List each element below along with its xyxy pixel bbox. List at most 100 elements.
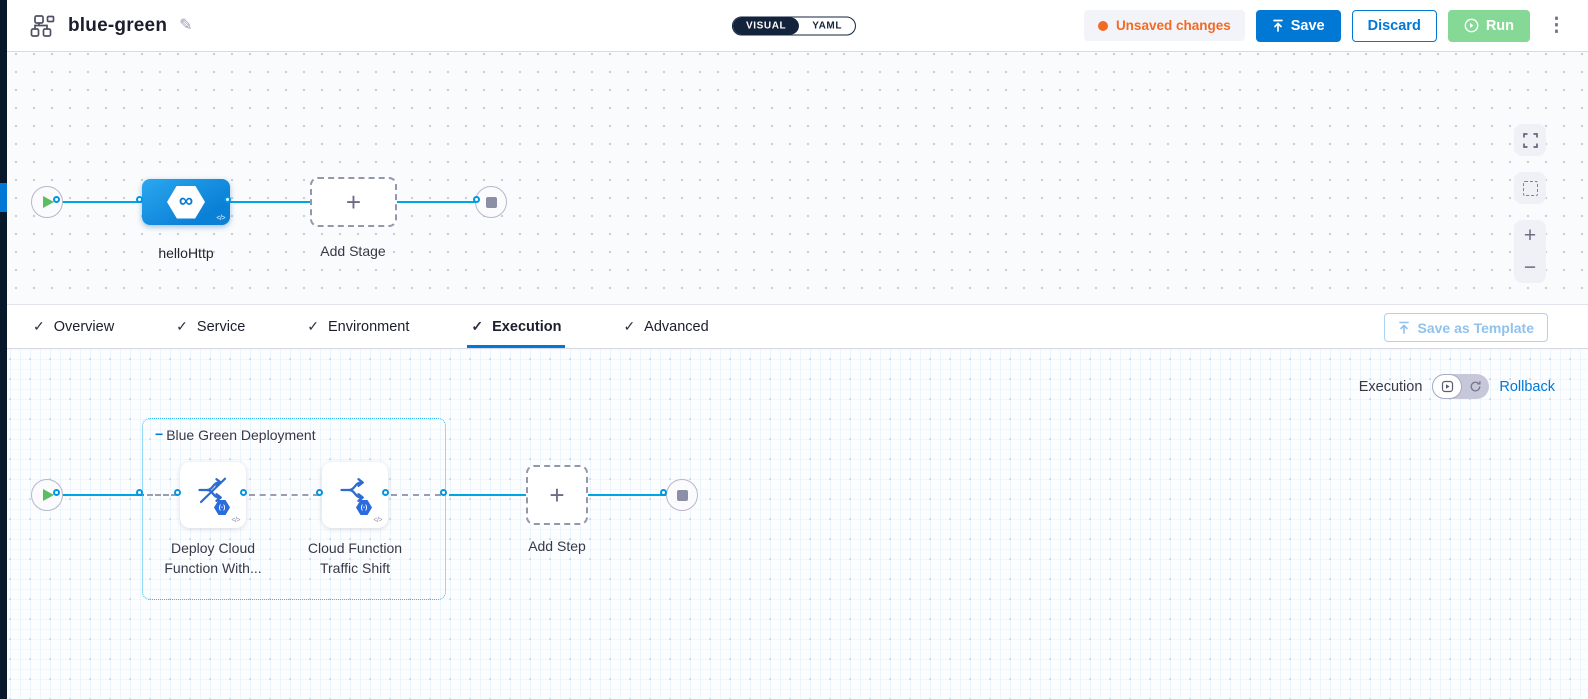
toggle-visual[interactable]: VISUAL bbox=[732, 17, 800, 34]
fullscreen-icon bbox=[1522, 132, 1538, 148]
add-step-label: Add Step bbox=[528, 538, 586, 554]
connector-port[interactable] bbox=[473, 196, 480, 203]
run-button[interactable]: Run bbox=[1447, 9, 1530, 42]
code-icon: </> bbox=[373, 517, 382, 524]
pipeline-icon bbox=[30, 14, 55, 37]
stage-canvas[interactable]: ∞ </> + helloHttp Add Stage + − bbox=[0, 52, 1588, 304]
traffic-shift-slash-icon bbox=[198, 477, 227, 504]
connector-port[interactable] bbox=[660, 489, 667, 496]
connector-port[interactable] bbox=[53, 489, 60, 496]
tab-label: Overview bbox=[53, 318, 115, 335]
execution-canvas[interactable]: Execution Rollback − Blue Green D bbox=[0, 349, 1588, 699]
unsaved-changes-badge: Unsaved changes bbox=[1083, 10, 1245, 41]
connector bbox=[397, 201, 481, 203]
connector-port[interactable] bbox=[440, 489, 447, 496]
side-nav-rail[interactable] bbox=[0, 0, 7, 699]
play-icon bbox=[43, 489, 54, 501]
connector-dashed bbox=[249, 494, 319, 496]
zoom-in-button[interactable]: + bbox=[1523, 224, 1537, 248]
infinity-glyph: ∞ bbox=[178, 190, 194, 212]
tab-label: Advanced bbox=[644, 318, 709, 335]
connector bbox=[230, 201, 314, 203]
connector-port[interactable] bbox=[136, 196, 143, 203]
check-icon: ✓ bbox=[176, 318, 188, 334]
traffic-shift-icon bbox=[340, 478, 364, 502]
step-label: Deploy Cloud Function With... bbox=[133, 538, 293, 578]
connector-port[interactable] bbox=[316, 489, 323, 496]
rollback-link[interactable]: Rollback bbox=[1499, 378, 1555, 395]
check-icon: ✓ bbox=[623, 318, 636, 334]
plus-icon: + bbox=[549, 480, 565, 510]
connector-dashed bbox=[391, 494, 441, 496]
execution-end-node[interactable] bbox=[666, 479, 698, 511]
step-deploy-cloud-function[interactable]: (-) </> bbox=[180, 462, 246, 528]
check-icon: ✓ bbox=[33, 318, 45, 334]
pipeline-end-node[interactable] bbox=[475, 186, 507, 218]
tab-label: Execution bbox=[492, 318, 562, 335]
step-label-line: Cloud Function bbox=[307, 540, 403, 556]
toggle-yaml[interactable]: YAML bbox=[812, 20, 843, 31]
step-cloud-function-traffic-shift[interactable]: (-) </> bbox=[322, 462, 388, 528]
check-icon: ✓ bbox=[307, 318, 319, 334]
unsaved-changes-label: Unsaved changes bbox=[1115, 18, 1231, 33]
code-icon: </> bbox=[231, 517, 240, 524]
plus-icon: + bbox=[345, 187, 362, 217]
collapse-dash-icon[interactable]: − bbox=[155, 426, 163, 442]
save-as-template-button[interactable]: Save as Template bbox=[1383, 313, 1548, 342]
step-group-blue-green[interactable]: − Blue Green Deployment bbox=[142, 418, 446, 600]
serverless-hex-icon: ∞ bbox=[167, 185, 205, 219]
check-icon: ✓ bbox=[471, 318, 484, 334]
connector-port[interactable] bbox=[224, 196, 231, 203]
stage-name-label: helloHttp bbox=[158, 245, 214, 261]
add-stage-button[interactable]: + bbox=[310, 177, 397, 227]
connector-port[interactable] bbox=[53, 196, 60, 203]
save-as-template-label: Save as Template bbox=[1417, 319, 1534, 336]
rollback-mode-segment[interactable] bbox=[1462, 374, 1490, 399]
tab-label: Environment bbox=[328, 318, 410, 335]
function-badge-icon: (-) bbox=[214, 500, 230, 515]
connector bbox=[58, 494, 144, 496]
stop-icon bbox=[676, 489, 688, 501]
stage-node-hellohttp[interactable]: ∞ </> bbox=[142, 179, 230, 225]
connector-port[interactable] bbox=[174, 489, 181, 496]
tab-environment[interactable]: ✓ Environment bbox=[307, 305, 409, 348]
save-button[interactable]: Save bbox=[1255, 9, 1341, 42]
zoom-out-button[interactable]: − bbox=[1523, 255, 1537, 279]
connector bbox=[449, 494, 526, 496]
run-label: Run bbox=[1485, 17, 1514, 34]
add-stage-label: Add Stage bbox=[320, 243, 386, 259]
visual-yaml-toggle[interactable]: VISUAL YAML bbox=[731, 16, 857, 35]
tab-overview[interactable]: ✓ Overview bbox=[33, 305, 114, 348]
step-label-line: Deploy Cloud bbox=[170, 540, 256, 556]
connector-port[interactable] bbox=[240, 489, 247, 496]
rollback-arrow-icon bbox=[1470, 381, 1481, 392]
execution-steps-icon bbox=[1441, 380, 1453, 393]
tab-service[interactable]: ✓ Service bbox=[176, 305, 245, 348]
discard-button[interactable]: Discard bbox=[1351, 9, 1437, 42]
execution-mode-row: Execution Rollback bbox=[1359, 374, 1555, 399]
edit-pencil-icon[interactable]: ✎ bbox=[179, 16, 193, 34]
page-title: blue-green bbox=[68, 14, 168, 36]
execution-rollback-switch[interactable] bbox=[1432, 374, 1490, 399]
tab-advanced[interactable]: ✓ Advanced bbox=[623, 305, 708, 348]
play-circle-icon bbox=[1464, 18, 1479, 33]
play-icon bbox=[43, 196, 54, 208]
function-badge-icon: (-) bbox=[356, 500, 372, 515]
step-label-line: Traffic Shift bbox=[319, 560, 391, 576]
stop-icon bbox=[485, 196, 497, 208]
fullscreen-button[interactable] bbox=[1514, 124, 1546, 156]
marquee-select-button[interactable] bbox=[1514, 172, 1546, 204]
connector-port[interactable] bbox=[136, 489, 143, 496]
execution-mode-segment[interactable] bbox=[1432, 374, 1462, 399]
step-label-line: Function With... bbox=[164, 560, 262, 576]
connector-port[interactable] bbox=[382, 489, 389, 496]
kebab-menu-icon[interactable]: ⋮ bbox=[1547, 15, 1566, 36]
group-name: Blue Green Deployment bbox=[166, 427, 316, 443]
marquee-select-icon bbox=[1522, 180, 1538, 196]
add-step-button[interactable]: + bbox=[526, 465, 588, 525]
step-group-label: − Blue Green Deployment bbox=[155, 426, 316, 443]
nav-accent-marker bbox=[0, 183, 7, 212]
tab-execution[interactable]: ✓ Execution bbox=[467, 305, 566, 348]
step-label: Cloud Function Traffic Shift bbox=[275, 538, 435, 578]
upload-icon bbox=[1398, 321, 1409, 334]
